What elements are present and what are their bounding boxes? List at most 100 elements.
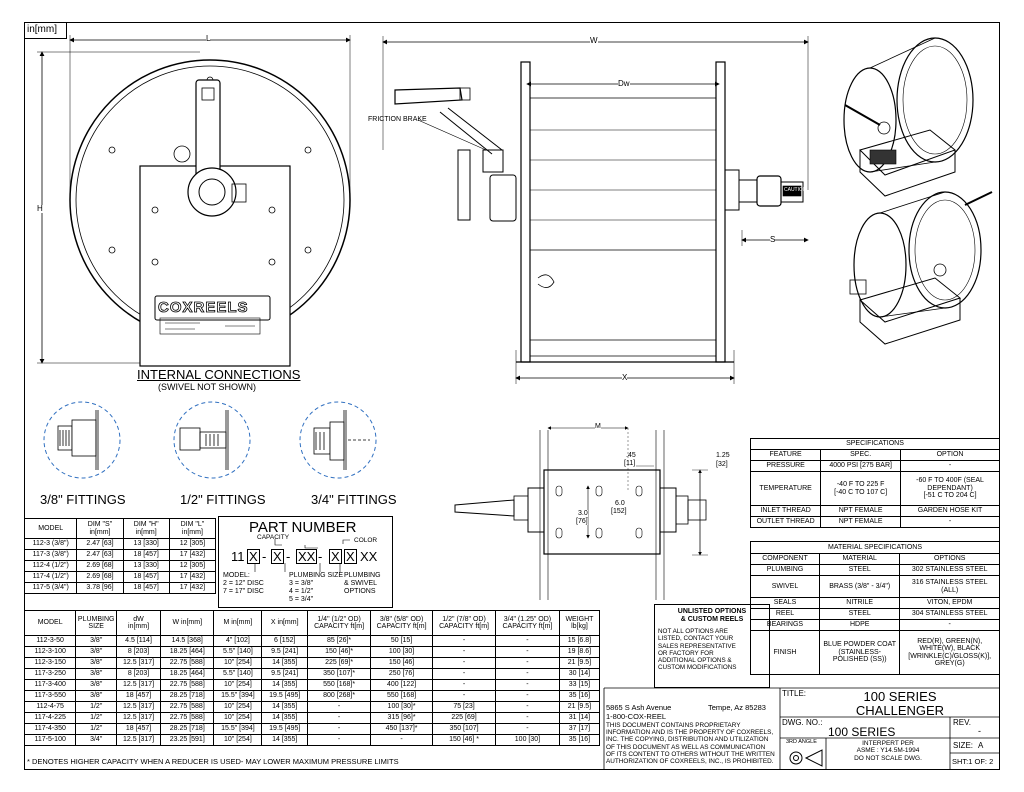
table-cell: 22.75 [588]	[160, 657, 215, 669]
code-size-box: X	[271, 549, 284, 564]
table-cell: 117-3-550	[23, 690, 77, 702]
fitting-label-3-8: 3/8" FITTINGS	[40, 492, 126, 507]
table-cell: STEEL	[818, 564, 901, 576]
table-cell: 21 [9.5]	[558, 657, 601, 669]
table-cell: 19 [8.6]	[558, 646, 601, 658]
table-cell: 3/4"	[75, 734, 118, 746]
code-swivel-box: X	[329, 549, 342, 564]
dim-table-header: DIM "L"in[mm]	[168, 518, 217, 539]
unlisted-title: UNLISTED OPTIONS	[677, 608, 747, 615]
table-cell: 10" [254]	[213, 657, 263, 669]
table-row: 117-5 (3/4")3.78 [96]18 [457]17 [432]	[23, 582, 217, 594]
table-cell: 117-4-350	[23, 723, 77, 735]
unlisted-title: & CUSTOM REELS	[680, 616, 744, 624]
table-cell: 4000 PSI [275 BAR]	[820, 460, 902, 472]
code-dash-1: -	[262, 549, 267, 564]
part-number-leaders	[254, 539, 350, 572]
sheet-number: SHT:1 OF: 2	[952, 757, 994, 766]
plumbing-size-label: PLUMBING SIZE	[289, 572, 344, 579]
dim-l-label: L	[206, 34, 211, 43]
table-cell: -40 F TO 225 F[-40 C TO 107 C]	[820, 471, 902, 506]
table-cell: 9.5 [241]	[261, 668, 309, 680]
table-cell: 9.5 [241]	[261, 646, 309, 658]
internal-connections-title: INTERNAL CONNECTIONS	[137, 367, 301, 382]
table-cell: 350 [107]*	[307, 668, 372, 680]
table-cell: -	[495, 712, 560, 724]
table-cell: 15.5" [394]	[213, 690, 263, 702]
table-cell: 800 [268]*	[307, 690, 372, 702]
table-cell: 250 [76]	[370, 668, 434, 680]
specifications-table: SPECIFICATIONS FEATURE SPEC. OPTION PRES…	[749, 438, 1000, 528]
part-number-title: PART NUMBER	[249, 519, 357, 536]
table-cell: 10" [254]	[213, 734, 263, 746]
table-cell: BEARINGS	[750, 619, 820, 631]
table-row: 112-4 (1/2")2.69 [68]13 [330]12 [305]	[23, 560, 217, 572]
units-label: in[mm]	[27, 24, 57, 35]
table-cell: -	[370, 734, 434, 746]
table-cell: 3/8"	[75, 657, 118, 669]
table-cell: -	[495, 679, 560, 691]
front-view	[37, 35, 351, 367]
table-row: TEMPERATURE-40 F TO 225 F[-40 C TO 107 C…	[749, 471, 1000, 506]
sheet-border	[24, 22, 1000, 770]
table-cell: OUTLET THREAD	[749, 516, 822, 528]
table-cell: 112-4-75	[23, 701, 77, 713]
units-box: in[mm]	[24, 22, 67, 39]
table-cell: PLUMBING	[750, 564, 820, 576]
table-cell: 10" [254]	[213, 679, 263, 691]
brand-plate-text: COXREELS	[158, 299, 249, 316]
table-cell: 225 [69]*	[307, 657, 372, 669]
rev-label: REV.	[953, 718, 971, 727]
table-cell: TEMPERATURE	[749, 471, 822, 506]
dim-h-label: H	[37, 204, 43, 213]
dimension-table: MODEL DIM "S"in[mm] DIM "H"in[mm] DIM "L…	[23, 518, 217, 594]
table-cell: -	[495, 701, 560, 713]
table-cell: 117-5-100	[23, 734, 77, 746]
table-cell: 3/8"	[75, 646, 118, 658]
drawing-title: 100 SERIES CHALLENGER	[855, 689, 945, 718]
table-cell: 12.5 [317]	[116, 734, 162, 746]
table-cell: 8 [203]	[116, 668, 162, 680]
capacity-label: CAPACITY	[257, 534, 290, 541]
table-cell: 5.5" [140]	[213, 668, 263, 680]
table-cell: -	[495, 646, 560, 658]
fitting-detail-3-8	[43, 401, 121, 479]
table-cell: 19.5 [495]	[261, 690, 309, 702]
table-cell: 6 [152]	[261, 635, 309, 647]
table-cell: SEALS	[750, 597, 820, 609]
dim-m-label: M	[595, 423, 601, 430]
brand-plate-frame	[154, 295, 271, 321]
table-cell: INLET THREAD	[749, 505, 822, 517]
table-cell: 1/2"	[75, 701, 118, 713]
table-cell: 316 STAINLESS STEEL(ALL)	[899, 575, 1000, 598]
table-cell: -	[432, 679, 497, 691]
table-cell: 31 [14]	[558, 712, 601, 724]
table-cell: 28.25 [718]	[160, 690, 215, 702]
dwg-no-value: 100 SERIES	[828, 725, 896, 739]
friction-brake-leader	[417, 119, 487, 151]
table-cell: 112-3-100	[23, 646, 77, 658]
table-cell: 37 [17]	[558, 723, 601, 735]
table-row: 112-3 (3/8")2.47 [63]13 [330]12 [305]	[23, 538, 217, 550]
title-block-lines	[603, 687, 1000, 770]
table-cell: 5.5" [140]	[213, 646, 263, 658]
table-cell: -	[432, 646, 497, 658]
mount-base	[543, 469, 661, 555]
table-cell: STEEL	[818, 608, 901, 620]
table-cell: -	[495, 635, 560, 647]
swivel-options-label: OPTIONS	[344, 588, 376, 595]
table-cell: -	[900, 516, 1000, 528]
table-cell: 14 [355]	[261, 712, 309, 724]
table-cell: -	[307, 734, 372, 746]
table-cell: -	[495, 690, 560, 702]
table-cell: 100 [30]*	[370, 701, 434, 713]
dim-table-header: DIM "H"in[mm]	[122, 518, 170, 539]
